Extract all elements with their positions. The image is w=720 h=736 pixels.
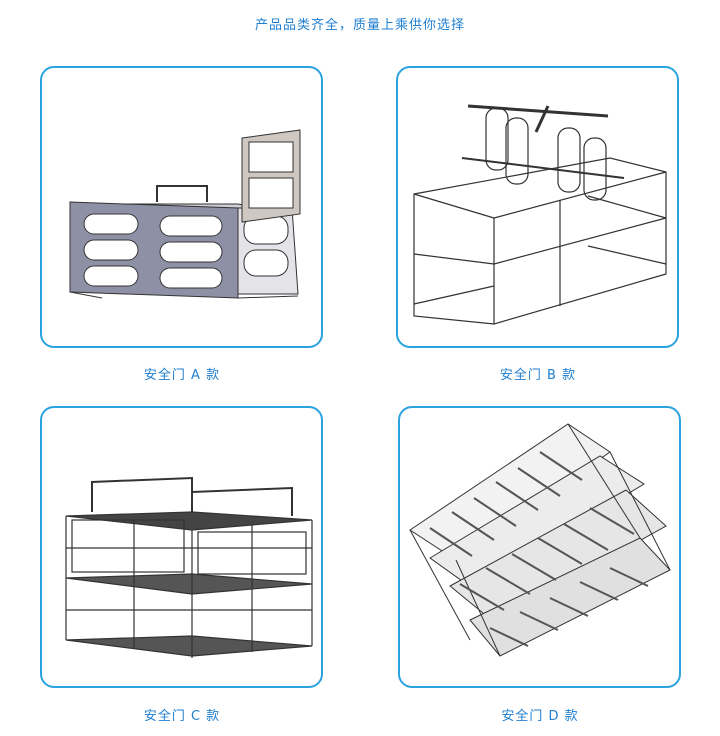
- rack-c-illustration: [65, 476, 313, 658]
- page-headline: 产品品类齐全，质量上乘供你选择: [254, 18, 465, 33]
- product-caption-a: 安全门 A 款: [143, 368, 221, 383]
- product-card-a[interactable]: [40, 66, 323, 348]
- product-caption-b: 安全门 B 款: [499, 368, 577, 383]
- rack-b-illustration: [413, 104, 667, 325]
- product-card-b[interactable]: [396, 66, 679, 348]
- product-card-c[interactable]: [40, 406, 323, 688]
- rack-a-illustration: [69, 129, 301, 299]
- rack-d-illustration: [409, 423, 671, 657]
- product-caption-d: 安全门 D 款: [501, 709, 579, 724]
- product-card-d[interactable]: [398, 406, 681, 688]
- product-caption-c: 安全门 C 款: [143, 709, 221, 724]
